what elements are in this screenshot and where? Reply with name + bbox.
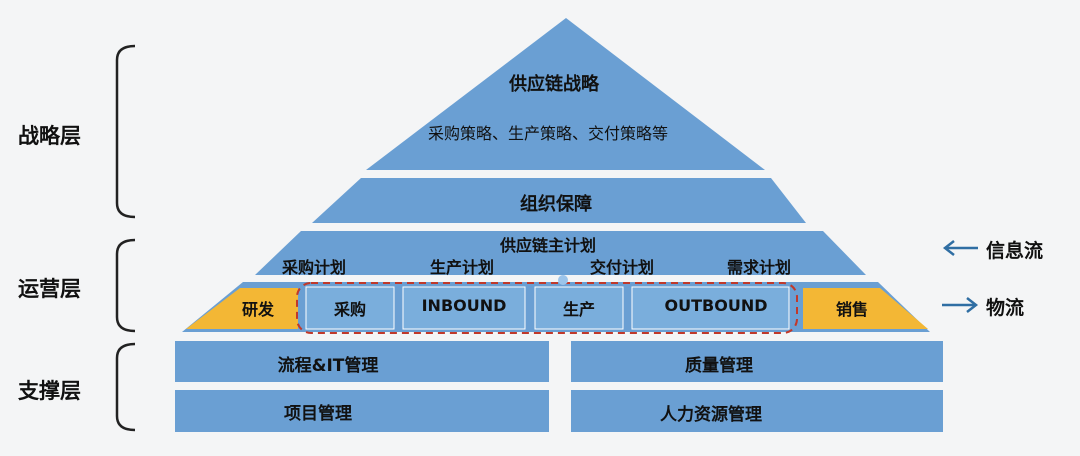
strategy-subtitle: 采购策略、生产策略、交付策略等 <box>428 124 669 143</box>
material-flow-label: 物流 <box>986 297 1025 319</box>
outbound-label: OUTBOUND <box>664 296 768 315</box>
strategy-tier <box>366 18 765 170</box>
sales-label: 销售 <box>835 300 869 319</box>
project-label: 项目管理 <box>284 404 352 424</box>
demand-plan-label: 需求计划 <box>726 258 792 277</box>
marker-dot <box>558 275 568 285</box>
inbound-box <box>402 286 526 330</box>
info-flow-label: 信息流 <box>986 240 1044 262</box>
quality-label: 质量管理 <box>685 356 753 376</box>
inbound-label: INBOUND <box>421 296 507 315</box>
strategy-bracket <box>115 44 136 219</box>
plan-tier <box>255 231 866 275</box>
rd-block <box>186 288 298 329</box>
production-plan-label: 生产计划 <box>429 258 495 277</box>
sales-block <box>803 288 928 329</box>
procurement-plan-label: 采购计划 <box>281 258 347 277</box>
master-plan-label: 供应链主计划 <box>499 236 597 255</box>
strategy-title: 供应链战略 <box>509 74 599 95</box>
procurement-box <box>305 286 395 330</box>
strategy-layer-label: 战略层 <box>18 124 81 148</box>
hr-bar <box>571 390 943 432</box>
outbound-box <box>631 286 790 330</box>
process-it-bar <box>175 341 549 382</box>
production-label: 生产 <box>562 300 596 319</box>
process-it-label: 流程&IT管理 <box>277 356 379 376</box>
support-bracket <box>115 342 136 432</box>
production-box <box>534 286 624 330</box>
procurement-label: 采购 <box>333 300 367 319</box>
dashed-flow-outline <box>296 282 798 334</box>
rd-label: 研发 <box>241 300 275 319</box>
quality-bar <box>571 341 943 382</box>
hr-label: 人力资源管理 <box>660 405 762 425</box>
support-layer-label: 支撑层 <box>18 379 81 403</box>
operations-layer-label: 运营层 <box>18 277 81 301</box>
org-title: 组织保障 <box>520 194 592 215</box>
info-flow-arrow-icon <box>942 240 978 256</box>
org-tier <box>312 178 806 223</box>
material-flow-arrow-icon <box>942 297 979 313</box>
delivery-plan-label: 交付计划 <box>589 258 655 277</box>
operations-bracket <box>115 238 136 333</box>
project-bar <box>175 390 549 432</box>
